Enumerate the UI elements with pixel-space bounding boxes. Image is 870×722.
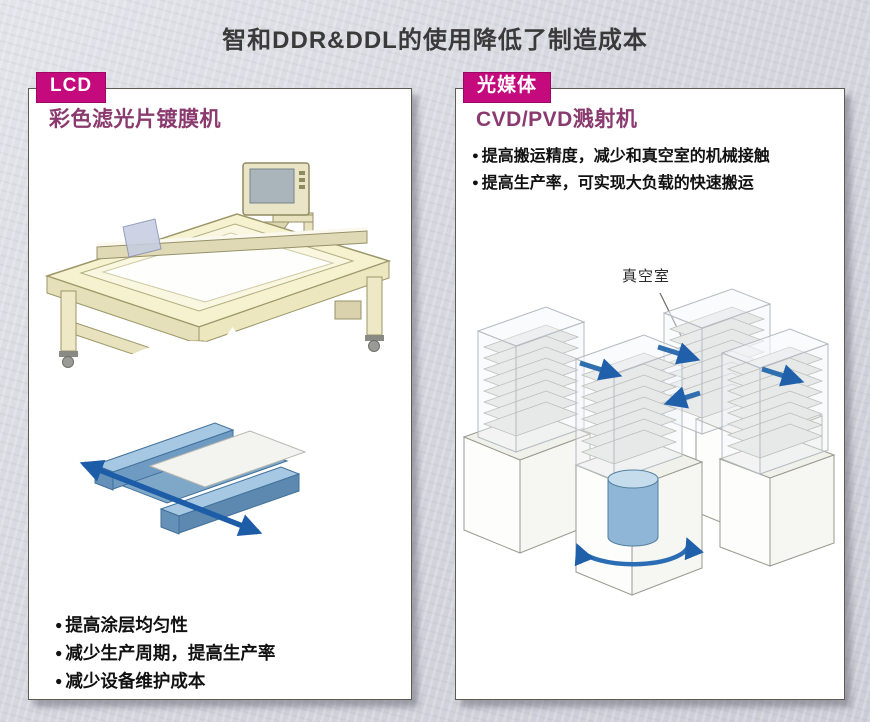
page-title: 智和DDR&DDL的使用降低了制造成本 bbox=[222, 27, 648, 54]
wafer-stack bbox=[576, 335, 682, 480]
wafer-stack bbox=[478, 307, 584, 452]
wafer-stack bbox=[722, 329, 828, 474]
list-item: 减少生产周期，提高生产率 bbox=[55, 639, 275, 667]
optical-media-badge: 光媒体 bbox=[463, 72, 552, 103]
lcd-panel-title: 彩色滤光片镀膜机 bbox=[49, 108, 221, 131]
lcd-badge: LCD bbox=[36, 72, 107, 103]
rotary-stage bbox=[607, 469, 659, 547]
vacuum-chamber-label: 真空室 bbox=[622, 268, 671, 285]
optical-benefits-list: 提高搬运精度，减少和真空室的机械接触 提高生产率，可实现大负载的快速搬运 bbox=[472, 143, 770, 197]
lcd-benefits-list: 提高涂层均匀性 减少生产周期，提高生产率 减少设备维护成本 bbox=[55, 611, 275, 695]
lcd-panel: LCD 彩色滤光片镀膜机 bbox=[28, 72, 412, 700]
zoom-callout bbox=[55, 341, 327, 609]
list-item: 提高搬运精度，减少和真空室的机械接触 bbox=[472, 143, 770, 170]
gantry-beam bbox=[96, 218, 368, 260]
list-item: 减少设备维护成本 bbox=[55, 667, 275, 695]
transfer-arrow-icons bbox=[579, 342, 805, 409]
sputtering-machine-illustration bbox=[462, 285, 836, 596]
optical-media-panel: 光媒体 CVD/PVD溅射机 提高搬运精度，减少和真空室的机械接触 提高生产率，… bbox=[455, 72, 845, 700]
double-arrow-icon bbox=[79, 459, 263, 537]
rotation-arrow-icon bbox=[574, 537, 704, 567]
list-item: 提高涂层均匀性 bbox=[55, 611, 275, 639]
cvd-pvd-title: CVD/PVD溅射机 bbox=[476, 108, 638, 131]
list-item: 提高生产率，可实现大负载的快速搬运 bbox=[472, 170, 770, 197]
stage-illustration bbox=[79, 422, 307, 537]
